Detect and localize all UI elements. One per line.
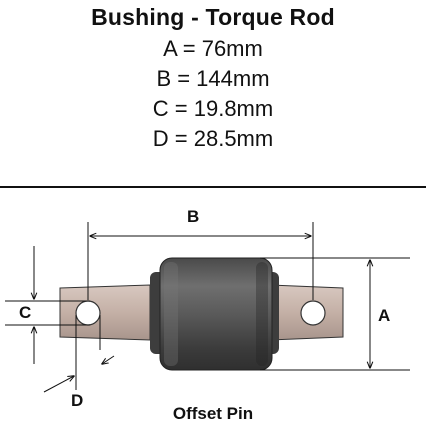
right-pin-hole: [300, 300, 326, 326]
rubber-bushing-body: [150, 257, 279, 371]
caption-offset-pin: Offset Pin: [172, 404, 254, 423]
right-pin-end: [269, 284, 344, 341]
spec-d: D = 28.5mm: [152, 126, 274, 151]
label-a: A: [378, 306, 391, 325]
label-c: C: [19, 303, 32, 322]
dimension-b: [87, 222, 314, 300]
label-b: B: [187, 207, 200, 226]
left-pin-hole: [75, 300, 101, 326]
label-d: D: [71, 391, 84, 410]
dimension-d: [43, 315, 115, 393]
section-divider: [0, 186, 426, 188]
spec-a: A = 76mm: [163, 36, 263, 61]
diagram-title: Bushing - Torque Rod: [91, 4, 335, 30]
left-pin-end: [59, 284, 151, 341]
spec-b: B = 144mm: [156, 66, 270, 91]
dimension-a: [260, 257, 410, 371]
spec-c: C = 19.8mm: [152, 96, 274, 121]
